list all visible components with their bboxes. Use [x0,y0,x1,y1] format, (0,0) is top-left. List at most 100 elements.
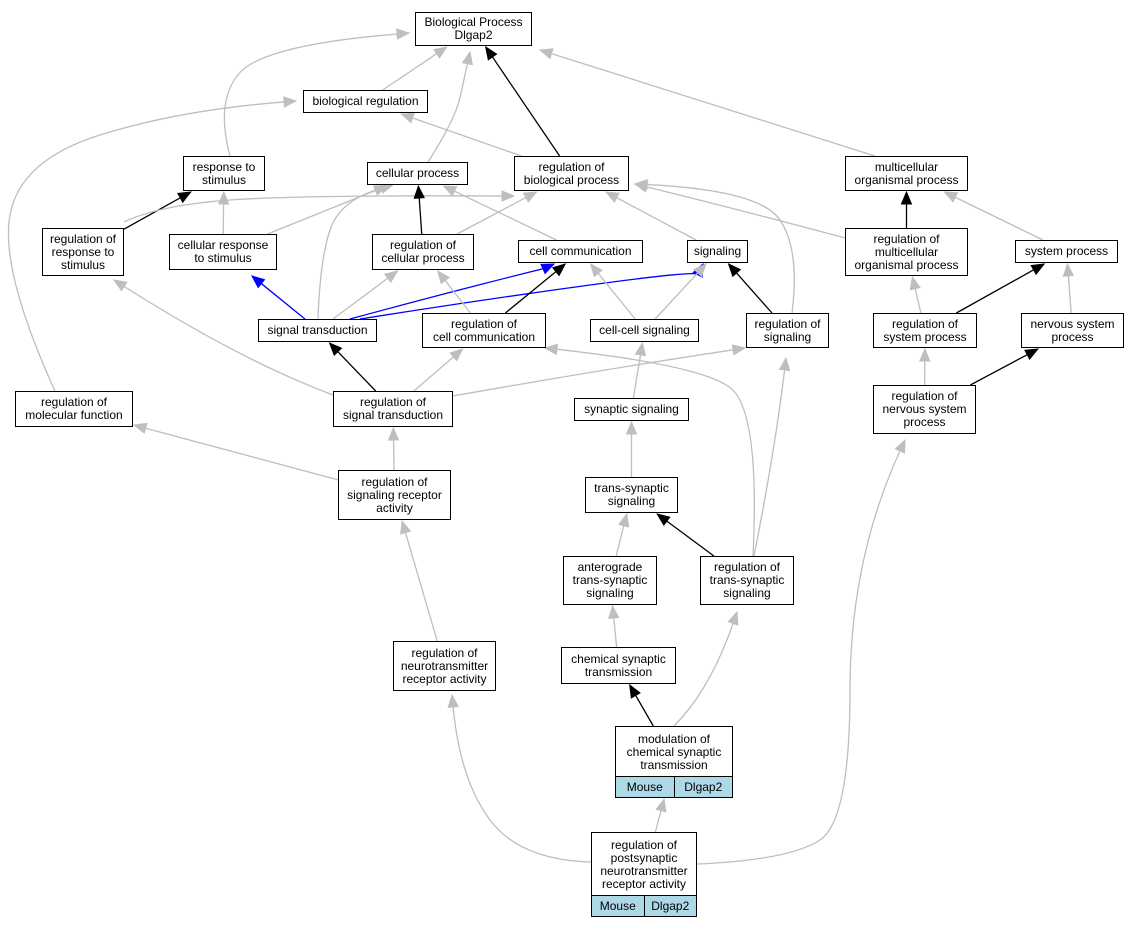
node-regulation-of-signal-transduction[interactable]: regulation of signal transduction [333,391,453,427]
edge-arrowhead [132,422,148,434]
node-nervous-system-process[interactable]: nervous system process [1021,313,1124,348]
edge-arrowhead [634,341,647,357]
edge-arrowhead [283,96,298,108]
edge-reg-neuro-rec-to-reg-sig-rec [404,532,438,642]
edge-reg-trans-syn-to-reg-cell-comm [556,348,755,557]
annotation-gene[interactable]: Dlgap2 [643,896,696,916]
edge-arrowhead [551,263,567,277]
edge-arrowhead [250,275,266,289]
node-regulation-of-multicellular-organismal-process[interactable]: regulation of multicellular organismal p… [845,228,968,276]
annotation-gene[interactable]: Dlgap2 [673,777,732,797]
edge-arrowhead [618,512,630,528]
annotation-organism[interactable]: Mouse [592,896,644,916]
node-signal-transduction[interactable]: signal transduction [258,319,377,342]
edge-arrowhead [217,190,230,205]
node-label: regulation of postsynaptic neurotransmit… [600,837,688,891]
edge-arrowhead [727,610,739,626]
edge-reg-sig-rec-to-reg-mol-func [145,427,339,481]
edge-reg-sig-trans-to-reg-signaling [452,349,734,397]
edge-resp-stim-to-bp [223,33,398,157]
node-chemical-synaptic-transmission[interactable]: chemical synaptic transmission [561,647,676,684]
edge-reg-resp-stim-to-resp-stim [123,197,181,230]
edge-arrowhead [543,343,559,356]
edge-arrowhead [633,181,649,193]
edge-reg-post-to-reg-neuro-rec [452,706,592,863]
edge-arrowhead [1030,263,1046,276]
edge-arrowhead [112,279,128,292]
edge-cell-cell-sig-to-cell-comm [597,272,636,320]
edge-arrowhead [900,190,913,205]
node-regulation-of-trans-synaptic-signaling[interactable]: regulation of trans-synaptic signaling [700,556,794,605]
edge-sig-trans-to-cell-comm [349,268,544,320]
edge-arrowhead [396,28,411,40]
node-regulation-of-response-to-stimulus[interactable]: regulation of response to stimulus [42,228,124,276]
edge-sig-trans-to-signaling [359,272,699,320]
edge-arrowhead [538,48,554,60]
node-modulation-of-chemical-synaptic-transmission[interactable]: modulation of chemical synaptic transmis… [615,726,733,798]
node-regulation-of-cellular-process[interactable]: regulation of cellular process [372,234,474,270]
annotation-organism[interactable]: Mouse [616,777,674,797]
node-regulation-of-system-process[interactable]: regulation of system process [873,313,977,348]
edge-reg-sig-rec-to-reg-sig-trans [392,439,395,471]
edge-reg-sig-trans-to-sig-trans [337,351,377,392]
edge-reg-cell-proc-to-reg-bio-proc [456,197,527,235]
edge-chem-syn-to-antero [613,617,618,648]
edge-arrowhead [943,191,959,203]
edge-bio-reg-to-bp [382,53,438,91]
node-regulation-of-biological-process[interactable]: regulation of biological process [514,156,629,191]
node-system-process[interactable]: system process [1015,240,1118,263]
node-synaptic-signaling[interactable]: synaptic signaling [574,398,689,421]
edge-arrowhead [656,513,671,527]
node-cell-communication[interactable]: cell communication [518,240,643,263]
node-regulation-of-cell-communication[interactable]: regulation of cell communication [422,313,546,348]
node-regulation-of-signaling-receptor-activity[interactable]: regulation of signaling receptor activit… [338,470,451,520]
node-regulation-of-postsynaptic-neurotransmitter-receptor-activity[interactable]: regulation of postsynaptic neurotransmit… [591,832,697,917]
edge-reg-multi-proc-to-reg-bio-proc [646,186,846,239]
node-regulation-of-molecular-function[interactable]: regulation of molecular function [15,391,133,427]
edge-reg-signaling-to-reg-bio-proc [646,183,795,314]
edge-arrowhead [778,356,791,372]
edge-cell-cell-sig-to-signaling [654,272,699,320]
edge-arrowhead [177,191,192,204]
edge-reg-post-to-mod-chem [654,810,662,833]
edge-arrowhead [540,263,556,275]
edge-arrowhead [400,112,415,124]
edge-reg-trans-syn-to-trans-syn [666,520,715,557]
edge-arrowhead [387,426,400,441]
edge-arrowhead [461,50,473,66]
edge-arrowhead [625,420,638,435]
node-cellular-process[interactable]: cellular process [367,162,468,185]
edge-syn-sig-to-cell-cell-sig [632,354,642,399]
node-trans-synaptic-signaling[interactable]: trans-synaptic signaling [585,477,678,513]
node-anterograde-trans-synaptic-signaling[interactable]: anterograde trans-synaptic signaling [563,556,657,605]
node-label: modulation of chemical synaptic transmis… [626,731,722,772]
node-regulation-of-signaling[interactable]: regulation of signaling [746,313,829,348]
edge-arrowhead [655,797,667,813]
node-signaling[interactable]: signaling [687,240,748,263]
node-cellular-response-to-stimulus[interactable]: cellular response to stimulus [169,234,277,270]
node-multicellular-organismal-process[interactable]: multicellular organismal process [845,156,968,191]
edge-arrowhead [328,342,343,356]
edge-arrowhead [522,191,538,203]
edge-reg-mol-func-to-bio-reg [7,101,285,392]
edge-reg-sig-trans-to-reg-resp-stim [123,285,334,396]
edge-sig-trans-to-cell-proc [317,187,382,320]
node-regulation-of-nervous-system-process[interactable]: regulation of nervous system process [873,385,976,434]
node-response-to-stimulus[interactable]: response to stimulus [183,156,265,191]
edge-reg-signaling-to-signaling [736,272,773,314]
edge-antero-to-trans-syn [615,525,625,557]
node-cell-cell-signaling[interactable]: cell-cell signaling [590,319,699,342]
edge-signaling-to-reg-bio-proc [616,197,697,241]
edge-arrowhead [413,184,425,199]
edge-arrowhead [919,347,931,362]
annotation-row: Mouse Dlgap2 [616,776,732,797]
edge-arrowhead [449,348,464,362]
edge-sys-proc-to-multi-proc [954,196,1044,241]
edge-arrowhead [727,263,742,278]
edge-reg-bio-proc-to-bio-reg [412,117,522,157]
node-biological-regulation[interactable]: biological regulation [303,90,428,113]
edge-arrowhead [1062,262,1075,277]
edge-arrowhead [629,683,641,699]
node-biological-process[interactable]: Biological Process Dlgap2 [415,12,532,46]
node-regulation-of-neurotransmitter-receptor-activity[interactable]: regulation of neurotransmitter receptor … [393,641,496,691]
